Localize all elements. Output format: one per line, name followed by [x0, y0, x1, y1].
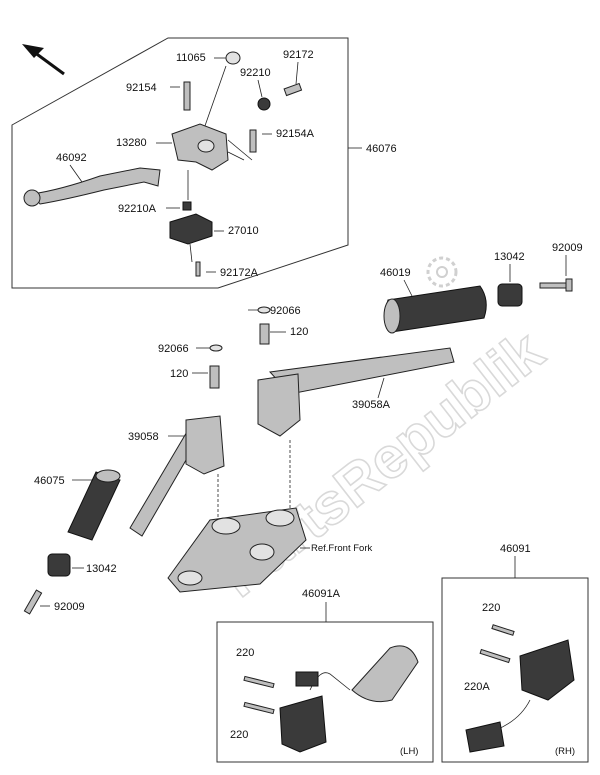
label-side-rh: (RH): [555, 746, 575, 757]
lh-switch-housing: [279, 695, 327, 753]
bolt-92009-bot: [23, 589, 43, 615]
label-92210: 92210: [240, 67, 271, 79]
bar-end-weight-13042-bot: [47, 553, 71, 577]
label-46076: 46076: [366, 143, 397, 155]
label-92154A: 92154A: [276, 128, 315, 140]
label-92009-bot: 92009: [54, 601, 85, 613]
bolt-92009-top: [539, 282, 569, 289]
clutch-lever-46092: [31, 167, 161, 205]
screw-220-rh: [491, 624, 515, 636]
label-92172A: 92172A: [220, 267, 259, 279]
bolt-120-b: [209, 365, 220, 389]
lh-switch-box: [216, 621, 434, 763]
screw-220-lh1: [243, 675, 275, 689]
bar-end-weight-13042-top: [497, 283, 523, 307]
label-27010: 27010: [228, 225, 259, 237]
label-220-rh: 220: [482, 602, 500, 614]
label-220-lh2: 220: [230, 729, 248, 741]
lh-switch-connector: [295, 671, 319, 687]
screw-220A: [479, 648, 511, 664]
right-bar-clamp: [257, 373, 301, 437]
washer-92066-a: [257, 306, 271, 314]
label-46075: 46075: [34, 475, 65, 487]
gear-watermark-icon: [426, 256, 458, 288]
label-46091: 46091: [500, 543, 531, 555]
label-11065: 11065: [176, 52, 206, 64]
label-46019: 46019: [380, 267, 411, 279]
label-220-lh1: 220: [236, 647, 254, 659]
label-46092: 46092: [56, 152, 87, 164]
cap-11065: [225, 51, 241, 65]
washer-92210: [257, 97, 271, 111]
label-120-b: 120: [170, 368, 188, 380]
label-92066-b: 92066: [158, 343, 189, 355]
bolt-92154A: [249, 129, 257, 153]
bolt-120-a: [259, 323, 270, 345]
screw-92172A: [195, 261, 201, 277]
washer-92066-b: [209, 344, 223, 352]
bolt-92154: [183, 81, 191, 111]
label-13042-bot: 13042: [86, 563, 117, 575]
steering-stem-top-bridge: [167, 507, 307, 593]
right-grip-46019: [385, 285, 487, 333]
screw-92172: [283, 82, 303, 97]
label-120-a: 120: [290, 326, 308, 338]
label-92066-a: 92066: [270, 305, 301, 317]
label-39058: 39058: [128, 431, 159, 443]
screw-220-lh2: [243, 701, 275, 715]
left-bar-clamp: [185, 415, 225, 475]
label-side-lh: (LH): [400, 746, 418, 757]
label-13280: 13280: [116, 137, 147, 149]
lh-clutch-perch: [351, 645, 419, 703]
front-direction-arrow-icon: [22, 44, 65, 76]
label-220A: 220A: [464, 681, 490, 693]
rh-switch-connector: [465, 721, 505, 753]
lever-assembly-outline: [11, 37, 349, 289]
label-39058A: 39058A: [352, 399, 391, 411]
nut-92210A: [182, 201, 192, 211]
label-46091A: 46091A: [302, 588, 341, 600]
rh-switch-housing: [519, 639, 575, 701]
label-92154: 92154: [126, 82, 157, 94]
label-92210A: 92210A: [118, 203, 157, 215]
label-92172: 92172: [283, 49, 314, 61]
switch-27010: [169, 213, 213, 245]
label-13042-top: 13042: [494, 251, 525, 263]
label-92009-top: 92009: [552, 242, 583, 254]
label-ref-front-fork: Ref.Front Fork: [311, 543, 372, 554]
left-grip-46075: [67, 471, 121, 541]
